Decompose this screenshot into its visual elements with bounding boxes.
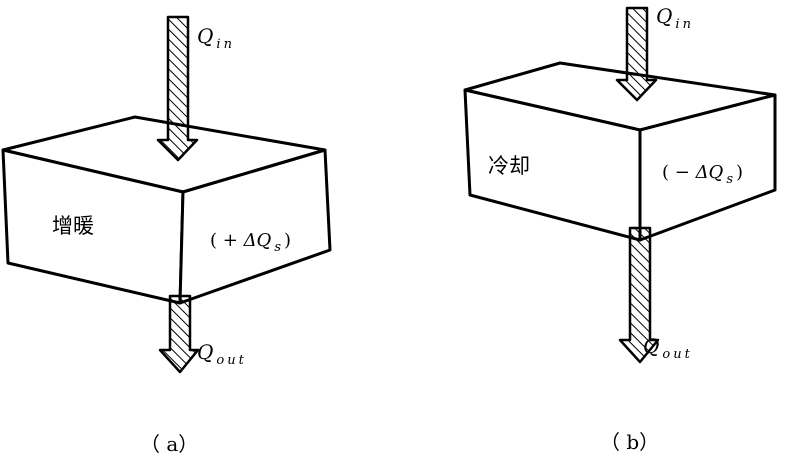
arrow-in-a bbox=[156, 15, 199, 162]
arrow-out-a bbox=[158, 294, 200, 374]
arrow-out-b bbox=[618, 226, 660, 364]
box-b bbox=[463, 61, 777, 242]
caption-b: （ b） bbox=[600, 430, 660, 454]
caption-a: （ a） bbox=[140, 432, 199, 456]
arrow-in-b bbox=[615, 6, 658, 102]
cooling-label: 冷却 bbox=[488, 154, 530, 178]
box-a bbox=[1, 115, 332, 305]
warming-label: 增暖 bbox=[52, 214, 94, 238]
